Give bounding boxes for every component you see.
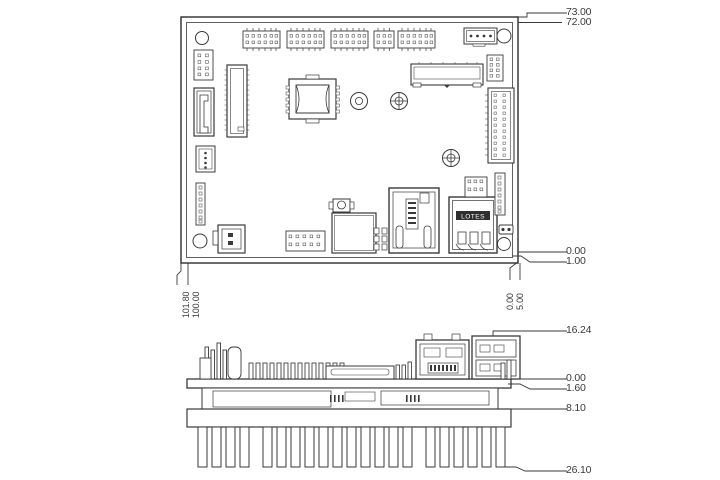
dim-label-72-00: 72.00 bbox=[566, 16, 592, 28]
dimension-leader-top-right bbox=[518, 12, 567, 23]
pin-header-1xn-io-right bbox=[494, 172, 506, 216]
mounting-hole-bottom-left bbox=[192, 233, 208, 249]
sodimm-slot-connector bbox=[224, 64, 250, 138]
sata-connector bbox=[193, 87, 215, 137]
side-component-left-a bbox=[199, 357, 212, 380]
side-pins-far-right bbox=[500, 359, 512, 380]
heatsink-base bbox=[186, 408, 512, 428]
dim-label-26-10: 26.10 bbox=[566, 464, 592, 476]
dimension-leader-bottom-right bbox=[509, 252, 521, 280]
underside-detail-center bbox=[344, 391, 376, 402]
underside-detail-right bbox=[380, 390, 490, 406]
large-component-bottom bbox=[331, 212, 377, 254]
dim-label-8-10: 8.10 bbox=[566, 402, 586, 414]
dim-label-0-00-side: 0.00 bbox=[566, 372, 586, 384]
crosshair-target-mid bbox=[442, 149, 460, 167]
rj45-inner-detail bbox=[405, 198, 419, 230]
dim-label-1-60: 1.60 bbox=[566, 382, 586, 394]
dimension-leader-side-26-10 bbox=[505, 466, 567, 472]
usb-connector-bottom-left bbox=[212, 224, 246, 254]
pin-header-2x4-right bbox=[486, 54, 504, 82]
audio-jack bbox=[328, 198, 355, 213]
smd-pad-right bbox=[497, 224, 514, 251]
mounting-hole-top-left bbox=[195, 31, 209, 45]
side-view bbox=[186, 330, 567, 472]
lvds-connector bbox=[410, 62, 484, 88]
usb-dual-port: LOTES bbox=[448, 196, 498, 254]
dimension-leader-side-16-24 bbox=[492, 330, 567, 336]
test-pad-circle bbox=[350, 92, 368, 110]
crosshair-target bbox=[390, 92, 408, 110]
pin-header-block bbox=[286, 28, 325, 51]
dim-label-0-00-top: 0.00 bbox=[566, 245, 586, 257]
side-component-left-b bbox=[227, 346, 242, 380]
pin-header-2x4-left bbox=[193, 49, 214, 81]
edge-pin-grid-connector bbox=[485, 87, 515, 164]
pcb-edge-side bbox=[186, 378, 512, 389]
top-view: LOTES bbox=[176, 12, 567, 285]
connector-2x4-io-right bbox=[464, 176, 488, 198]
pin-header-2x5-bottom bbox=[285, 230, 326, 252]
pin-header-row-top bbox=[242, 28, 436, 51]
pin-header-block bbox=[330, 28, 369, 51]
connector-1x4-left bbox=[195, 145, 216, 173]
pin-header-1xn-left bbox=[195, 182, 206, 226]
dimension-leader-right-bottom bbox=[512, 251, 567, 263]
side-flat-connector bbox=[325, 365, 395, 380]
dim-label-5-00: 5.00 bbox=[515, 293, 525, 310]
pin-header-block-small bbox=[373, 28, 395, 51]
dim-label-1-00: 1.00 bbox=[566, 255, 586, 267]
smd-pads-io-left bbox=[373, 227, 388, 251]
side-rj45 bbox=[415, 333, 470, 380]
dim-label-100-00: 100.00 bbox=[191, 291, 201, 318]
pin-header-block bbox=[397, 28, 436, 51]
mounting-hole-top-right bbox=[496, 28, 512, 44]
pin-header-block bbox=[242, 28, 281, 51]
side-usb-stack bbox=[471, 335, 521, 380]
usb-brand-text: LOTES bbox=[461, 213, 485, 220]
dim-label-73-00: 73.00 bbox=[566, 6, 592, 18]
power-connector-4pin bbox=[463, 27, 498, 47]
dimension-leader-side-0-1-60 bbox=[508, 378, 567, 390]
side-small-pins-mid bbox=[395, 361, 412, 380]
ic-socket-center bbox=[285, 74, 340, 124]
rj45-ethernet-port bbox=[388, 187, 440, 254]
side-underside-pins bbox=[330, 395, 420, 402]
dimension-leader-bottom-left bbox=[176, 263, 189, 285]
dim-label-16-24: 16.24 bbox=[566, 324, 592, 336]
heatsink-fins bbox=[197, 426, 506, 468]
underside-detail-left bbox=[212, 390, 332, 408]
